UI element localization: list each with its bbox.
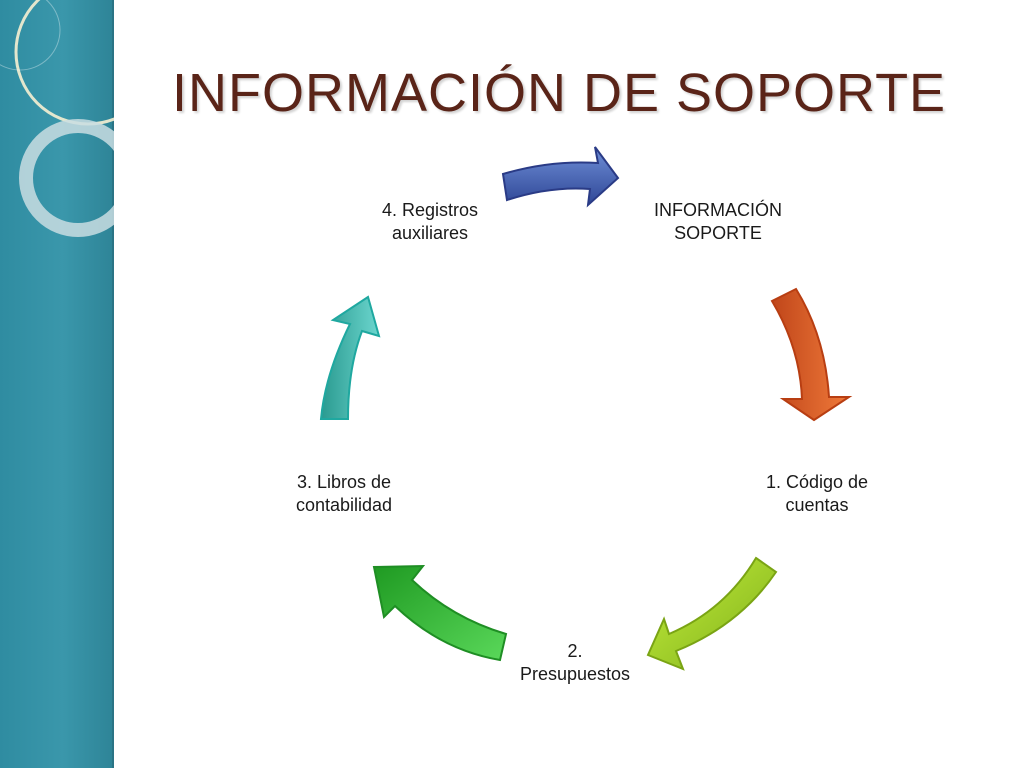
arrow-to-informacion-soporte — [501, 146, 620, 208]
arrow-to-presupuestos — [646, 556, 778, 671]
node-codigo-de-cuentas: 1. Código de cuentas — [765, 472, 869, 515]
decorative-rings — [0, 0, 114, 237]
node-informacion-soporte: INFORMACIÓN SOPORTE — [654, 200, 782, 243]
sidebar-edge — [112, 0, 114, 768]
ring-faint — [0, 0, 61, 71]
arrow-to-libros-de-contabilidad — [372, 564, 508, 662]
arrow-to-registros-auxiliares — [319, 295, 381, 420]
node-registros-auxiliares: 4. Registros auxiliares — [381, 200, 479, 243]
node-libros-de-contabilidad: 3. Libros de contabilidad — [295, 472, 393, 515]
node-presupuestos: 2. Presupuestos — [519, 641, 631, 684]
arrow-to-codigo-de-cuentas — [770, 287, 853, 422]
ring-small — [19, 119, 114, 237]
slide-title: INFORMACIÓN DE SOPORTE — [172, 63, 947, 123]
